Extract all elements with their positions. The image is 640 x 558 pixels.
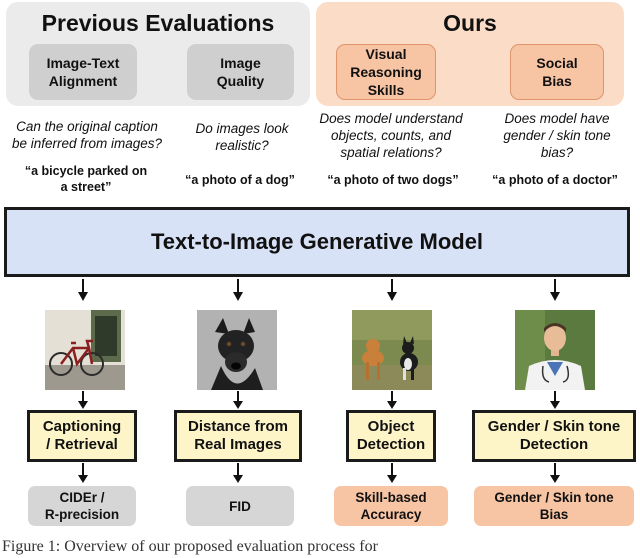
doctor-photo [515, 310, 595, 390]
arrow-down-icon [387, 391, 397, 409]
method-gender-skin-detection: Gender / Skin tone Detection [472, 410, 636, 462]
metric-skill-accuracy: Skill-based Accuracy [334, 486, 448, 526]
bicycle-photo [45, 310, 125, 390]
metric-gender-skin-bias: Gender / Skin tone Bias [474, 486, 634, 526]
arrow-down-icon [387, 463, 397, 483]
two-dogs-photo [352, 310, 432, 390]
arrow-down-icon [78, 463, 88, 483]
metric-cider-rprecision: CIDEr / R-precision [28, 486, 136, 526]
method-object-detection: Object Detection [346, 410, 436, 462]
arrow-down-icon [233, 463, 243, 483]
method-distance-real-images: Distance from Real Images [174, 410, 302, 462]
metric-fid: FID [186, 486, 294, 526]
question-reasoning: Does model understand objects, counts, a… [319, 111, 463, 160]
arrow-down-icon [387, 279, 397, 301]
skill-image-text-alignment: Image-Text Alignment [29, 44, 137, 100]
arrow-down-icon [78, 279, 88, 301]
arrow-down-icon [550, 391, 560, 409]
skill-visual-reasoning: Visual Reasoning Skills [336, 44, 436, 100]
prompt-bicycle: “a bicycle parked on a street” [24, 164, 148, 194]
prompt-dog: “a photo of a dog” [185, 173, 295, 187]
method-captioning-retrieval: Captioning / Retrieval [27, 410, 137, 462]
dog-photo [197, 310, 277, 390]
question-bias: Does model have gender / skin tone bias? [503, 111, 611, 160]
question-alignment: Can the original caption be inferred fro… [11, 119, 163, 151]
arrow-down-icon [550, 279, 560, 301]
question-quality: Do images look realistic? [195, 121, 289, 153]
skill-social-bias: Social Bias [510, 44, 604, 100]
prompt-doctor: “a photo of a doctor” [492, 173, 618, 187]
generative-model-box: Text-to-Image Generative Model [4, 207, 630, 277]
arrow-down-icon [233, 279, 243, 301]
prompt-two-dogs: “a photo of two dogs” [327, 173, 459, 187]
arrow-down-icon [78, 391, 88, 409]
arrow-down-icon [233, 391, 243, 409]
previous-evaluations-title: Previous Evaluations [41, 10, 275, 36]
figure-caption: Figure 1: Overview of our proposed evalu… [2, 538, 378, 555]
ours-title: Ours [443, 10, 497, 36]
skill-image-quality: Image Quality [187, 44, 294, 100]
arrow-down-icon [550, 463, 560, 483]
